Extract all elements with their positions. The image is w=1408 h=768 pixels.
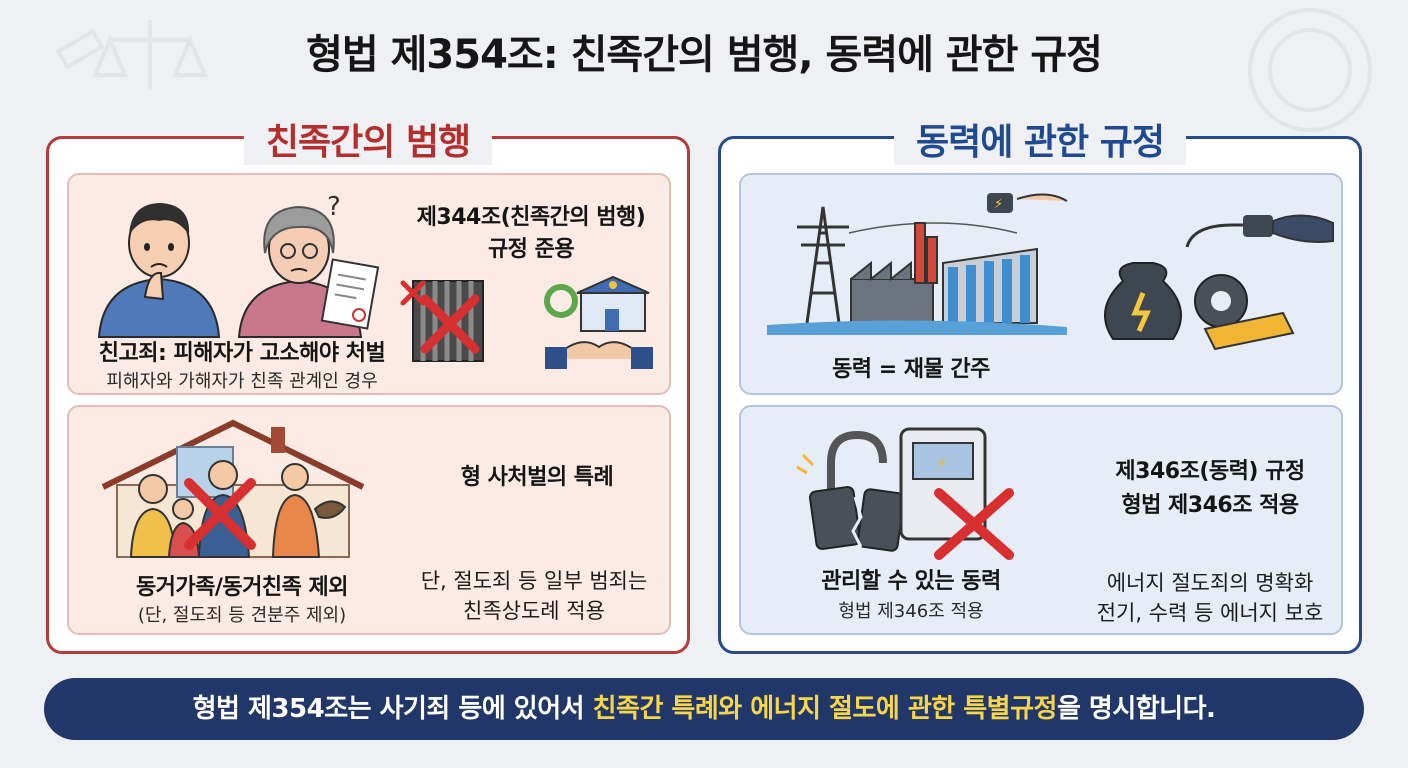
article-346-subheading: 형법 제346조 적용 [1121, 493, 1299, 518]
article-344-heading: 제344조(친족간의 범행) [416, 205, 646, 230]
page-title: 형법 제354조: 친족간의 범행, 동력에 관한 규정 [306, 32, 1103, 78]
cohabiting-exclusion-sub: (단, 절도죄 등 견분주 제외) [137, 605, 347, 626]
cohabiting-exclusion-caption: 동거가족/동거친족 제외 [135, 575, 349, 600]
article-346-heading: 제346조(동력) 규정 [1115, 459, 1305, 484]
manageable-energy-card: ⚡ 제346조(동력) 규정 형법 제346조 적용 관리할 수 있는 동력 형… [739, 405, 1343, 635]
energy-regulation-panel-title: 동력에 관한 규정 [894, 113, 1186, 165]
broken-lock-meter-icon: ⚡ [796, 427, 1014, 560]
summary-prefix: 형법 제354조는 사기죄 등에 있어서 [192, 694, 593, 724]
theft-exception-note-line1: 단, 절도죄 등 일부 범죄는 [420, 569, 648, 593]
power-plant-icon: ⚡ [767, 193, 1068, 335]
svg-text:⚡: ⚡ [936, 454, 947, 473]
manageable-energy-caption: 관리할 수 있는 동력 [821, 569, 1001, 594]
energy-regulation-panel: 동력에 관한 규정 ⚡ 동력 = 재물 간주 [718, 113, 1362, 654]
summary-highlight: 친족간 특례와 에너지 절도에 관한 특별규정 [592, 694, 1058, 724]
family-crime-panel-title: 친족간의 범행 [243, 113, 493, 165]
svg-text:⚡: ⚡ [994, 197, 1003, 212]
complaint-crime-sub: 피해자와 가해자가 친족 관계인 경우 [106, 371, 378, 392]
energy-theft-note-line2: 전기, 수력 등 에너지 보호 [1096, 601, 1324, 625]
summary-banner: 형법 제354조는 사기죄 등에 있어서 친족간 특례와 에너지 절도에 관한 … [44, 678, 1364, 740]
complaint-crime-caption: 친고죄: 피해자가 고소해야 처벌 [98, 341, 386, 366]
prison-bars-x-icon [400, 280, 484, 362]
punishment-exception-card: 형 사처벌의 특례 동거가족/동거친족 제외 (단, 절도죄 등 견분주 제외)… [67, 405, 671, 635]
money-gear-gold-icon [1104, 214, 1334, 351]
svg-text:?: ? [327, 192, 341, 222]
article-344-subheading: 규정 준용 [487, 237, 575, 262]
manageable-energy-sub: 형법 제346조 적용 [838, 601, 984, 622]
theft-exception-note-line2: 친족상도례 적용 [463, 599, 605, 623]
energy-as-property-card: ⚡ 동력 = 재물 간주 [739, 173, 1343, 395]
police-handshake-icon [544, 275, 653, 369]
family-crime-panel: 친족간의 범행 ? [46, 113, 690, 654]
complaint-crime-card: ? 제344조(친족간의 범행) 규정 준용 친고죄: 피해자가 고소해야 처벌… [67, 173, 671, 395]
special-exception-heading: 형 사처벌의 특례 [460, 465, 614, 490]
energy-equals-property-caption: 동력 = 재물 간주 [832, 357, 990, 382]
worried-family-icon: ? [97, 192, 380, 338]
energy-theft-note-line1: 에너지 절도죄의 명확화 [1106, 571, 1314, 595]
summary-suffix: 을 명시합니다. [1056, 694, 1216, 724]
family-house-icon [101, 419, 365, 558]
